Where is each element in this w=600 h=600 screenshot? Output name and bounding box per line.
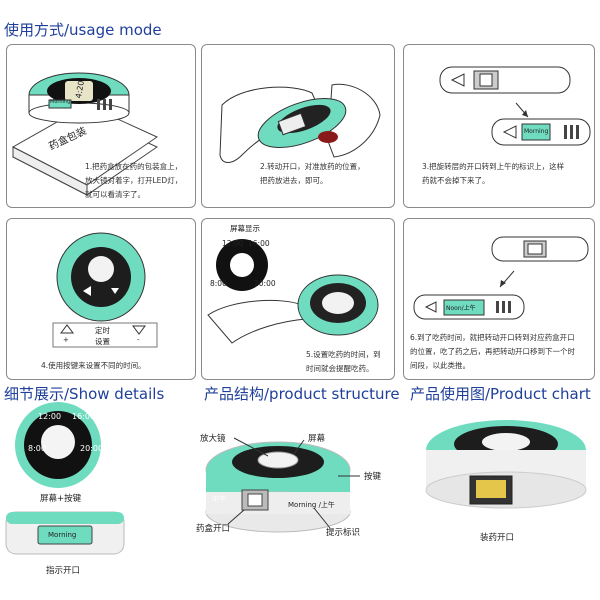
detail-screen-time: 8:00 (28, 444, 46, 453)
side-time-text: 中午 (212, 495, 226, 503)
screen-time: 16:00 (248, 239, 270, 248)
loading-opening-label: 装药开口 (480, 533, 515, 543)
screen-time: 12:00 (222, 239, 244, 248)
hands-rotating-device-illustration (219, 83, 381, 163)
usage-step-6-panel: Noon/上午 6.到了吃药时间，就把转动开口转到对应药盒开口 的位置，吃了药之… (403, 218, 595, 380)
details-section: 12:00 16:00 20:00 8:00 屏幕+按键 Morning 指示开… (0, 400, 200, 600)
structure-section: 放大镜 屏幕 按键 药盒开口 提示标识 中午 Morning /上午 (196, 400, 408, 600)
structure-illustration (205, 437, 360, 533)
step-3-caption-line: 药就不会掉下来了。 (422, 176, 490, 185)
chart-section: 装药开口 (408, 400, 600, 600)
box-and-device-illustration (11, 72, 159, 196)
step-1-caption-line: 就可以看清字了。 (85, 190, 145, 199)
step-5-caption-line: 时间就会提醒吃药。 (306, 364, 374, 373)
settings-label: 设置 (95, 337, 110, 346)
plus-sign: + (63, 336, 69, 344)
screen-and-finger-illustration (207, 239, 379, 344)
step-6-caption-line: 间段，以此类推。 (410, 361, 470, 370)
product-render-illustration (425, 420, 587, 509)
indicator-opening-label: 指示开口 (46, 566, 81, 576)
screen-time: 20:00 (254, 279, 276, 288)
marker-label: 提示标识 (326, 528, 361, 538)
details-illustration (5, 402, 125, 555)
detail-screen-time: 20:00 (80, 444, 104, 453)
step-6-caption-line: 6.到了吃药时间，就把转动开口转到对应药盒开口 (410, 333, 575, 342)
screen-button-label: 屏幕+按键 (40, 494, 82, 504)
usage-step-3-panel: Morning 3.把旋转层的开口转到上午的标识上，这样 药就不会掉下来了。 (403, 44, 595, 208)
screen-label: 屏幕 (308, 434, 326, 444)
device-window-text: Morning (50, 99, 71, 105)
usage-step-4-panel: 定时 设置 + - 4.使用按键来设置不同的时间。 (6, 218, 196, 380)
usage-step-2-panel: 2.转动开口，对准放药的位置， 把药放进去，即可。 (201, 44, 395, 208)
step-6-caption-line: 的位置，吃了药之后，再把转动开口移到下一个时 (410, 347, 575, 356)
detail-screen-time: 16:00 (72, 412, 96, 421)
step-4-caption: 4.使用按键来设置不同的时间。 (41, 361, 146, 370)
step-2-caption-line: 2.转动开口，对准放药的位置， (260, 162, 365, 171)
device-window-text: Noon/上午 (446, 305, 476, 312)
device-window-text: Morning (524, 128, 549, 135)
step-2-caption-line: 把药放进去，即可。 (260, 176, 328, 185)
timer-label: 定时 (95, 326, 110, 335)
rotation-sequence-illustration (439, 66, 591, 146)
opening-alignment-illustration (413, 236, 589, 320)
minus-sign: - (137, 336, 140, 344)
magnifier-label: 放大镜 (200, 434, 226, 444)
button-label: 按键 (364, 472, 382, 482)
usage-heading: 使用方式/usage mode (4, 21, 162, 39)
step-1-caption-line: 放大镜对着字，打开LED灯， (85, 176, 183, 185)
detail-screen-time: 12:00 (38, 412, 62, 421)
box-opening-label: 药盒开口 (196, 524, 231, 534)
usage-step-5-panel: 屏幕显示 12:00 16:00 20:00 8:00 5.设置吃药的时间，到 … (201, 218, 395, 380)
step-3-caption-line: 3.把旋转层的开口转到上午的标识上，这样 (422, 162, 565, 171)
screen-time: 8:00 (210, 279, 227, 288)
usage-step-1-panel: 4:20 Morning 药盒包装 1.把药盒放在药的包装盒上， 放大镜对着字，… (6, 44, 196, 208)
chart-heading: 产品使用图/Product chart (410, 385, 591, 403)
step-1-caption-line: 1.把药盒放在药的包装盒上， (85, 162, 183, 171)
step-5-caption-line: 5.设置吃药的时间，到 (306, 350, 381, 359)
device-top-view-illustration (52, 232, 158, 348)
details-heading: 细节展示/Show details (4, 385, 165, 403)
structure-heading: 产品结构/product structure (204, 385, 400, 403)
detail-window-text: Morning (48, 531, 77, 539)
screen-display-title: 屏幕显示 (230, 224, 260, 233)
structure-window-text: Morning /上午 (288, 501, 335, 509)
